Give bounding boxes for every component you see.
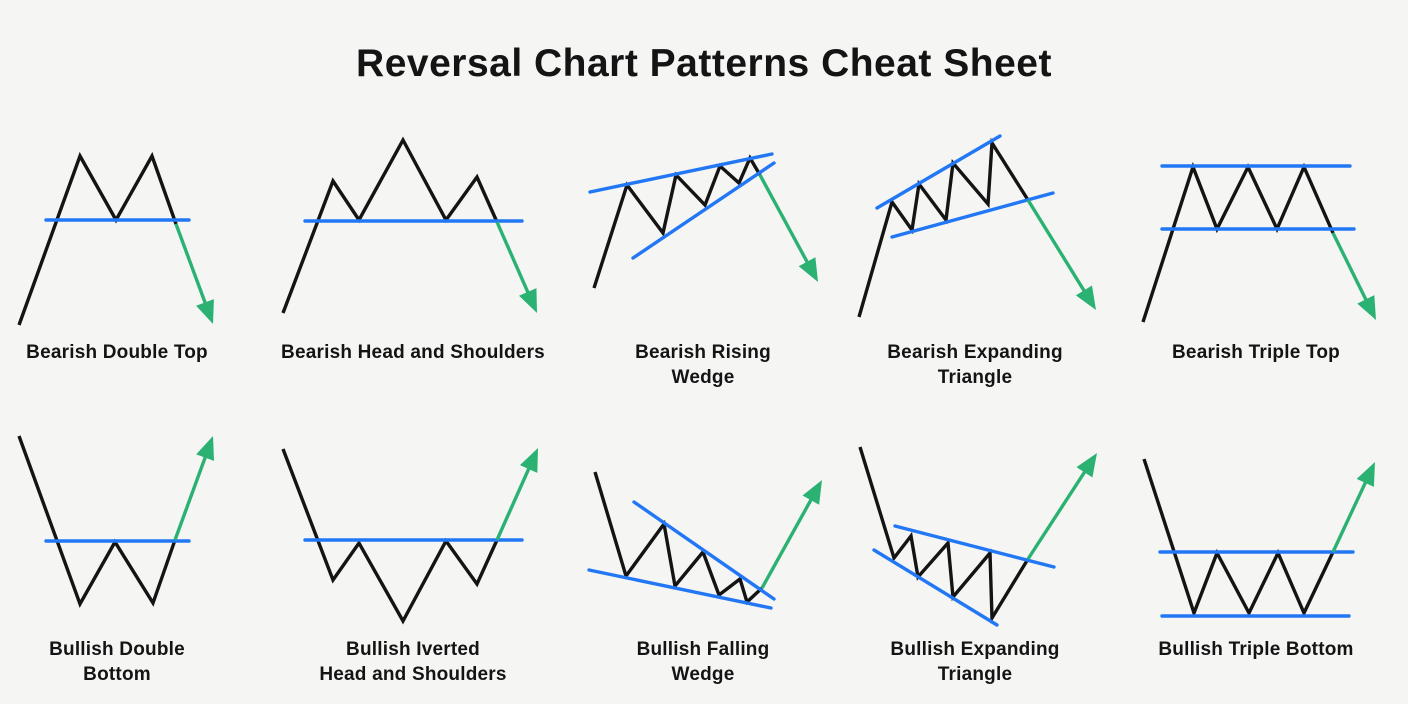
price-line [281, 448, 499, 625]
level-line [890, 191, 1055, 239]
breakout-arrow-shaft [174, 223, 210, 312]
breakout-arrow-head [196, 299, 214, 324]
level-line [875, 134, 1002, 210]
pattern-label-bearish-head-and-shoulders: Bearish Head and Shoulders [243, 340, 583, 365]
breakout-arrow-head [802, 480, 822, 505]
level-line [631, 161, 776, 260]
breakout-arrow-head [519, 448, 538, 473]
breakout-arrow-head [798, 257, 818, 282]
price-line [17, 435, 177, 609]
pattern-label-line: Bearish Triple Top [1172, 342, 1340, 363]
level-line [587, 568, 773, 610]
pattern-label-line: Bullish Falling [636, 639, 770, 660]
breakout-arrow-head [1356, 462, 1375, 487]
pattern-label-line: Bearish Rising [635, 342, 771, 363]
price-line [593, 471, 764, 606]
breakout-arrow-shaft [495, 221, 533, 301]
pattern-bearish-rising-wedge [588, 152, 818, 289]
pattern-label-line: Triangle [937, 367, 1013, 388]
level-line [893, 524, 1056, 569]
price-line [281, 136, 499, 314]
breakout-arrow-shaft [760, 491, 817, 589]
pattern-bearish-triple-top [1141, 161, 1376, 323]
page-title: Reversal Chart Patterns Cheat Sheet [356, 42, 1052, 85]
pattern-label-bearish-double-top: Bearish Double Top [0, 340, 287, 365]
breakout-arrow-head [519, 288, 537, 313]
price-line [592, 154, 762, 289]
price-line [1142, 458, 1335, 619]
breakout-arrow-shaft [173, 448, 210, 541]
breakout-arrow-shaft [1331, 232, 1372, 309]
pattern-label-line: Bearish Expanding [887, 342, 1063, 363]
pattern-label-line: Wedge [671, 664, 735, 685]
pattern-label-line: Bottom [83, 664, 151, 685]
pattern-label-bearish-triple-top: Bearish Triple Top [1086, 340, 1408, 365]
price-line [857, 137, 1030, 318]
price-line [1141, 161, 1335, 323]
breakout-arrow-shaft [1331, 473, 1371, 553]
pattern-bullish-expanding-triangle [858, 446, 1097, 627]
pattern-bullish-falling-wedge [587, 471, 822, 610]
pattern-label-bullish-triple-bottom: Bullish Triple Bottom [1086, 637, 1408, 662]
pattern-bearish-double-top [17, 151, 214, 326]
breakout-arrow-shaft [495, 460, 534, 541]
breakout-arrow-head [196, 436, 215, 461]
pattern-label-line: Bearish Double Top [26, 342, 208, 363]
pattern-label-line: Bullish Triple Bottom [1158, 639, 1354, 660]
pattern-label-line: Wedge [671, 367, 735, 388]
level-line [588, 152, 774, 194]
breakout-arrow-shaft [758, 174, 813, 271]
breakout-arrow-head [1076, 453, 1097, 478]
pattern-bearish-expanding-triangle [857, 134, 1096, 318]
pattern-bullish-inverted-head-and-shoulders [281, 448, 538, 625]
breakout-arrow-head [1075, 285, 1096, 310]
pattern-label-line: Triangle [937, 664, 1013, 685]
breakout-arrow-head [1357, 295, 1376, 320]
price-line [17, 151, 178, 326]
level-line [632, 500, 776, 601]
pattern-bearish-head-and-shoulders [281, 136, 537, 314]
pattern-bullish-triple-bottom [1142, 458, 1375, 619]
breakout-arrow-shaft [1026, 463, 1091, 560]
pattern-label-line: Bullish Double [49, 639, 185, 660]
price-line [858, 446, 1030, 624]
pattern-label-line: Bearish Head and Shoulders [281, 342, 545, 363]
pattern-label-line: Head and Shoulders [319, 664, 507, 685]
pattern-label-line: Bullish Iverted [346, 639, 480, 660]
pattern-label-line: Bullish Expanding [890, 639, 1060, 660]
pattern-bullish-double-bottom [17, 435, 215, 609]
breakout-arrow-shaft [1026, 199, 1091, 299]
level-line [872, 548, 999, 627]
